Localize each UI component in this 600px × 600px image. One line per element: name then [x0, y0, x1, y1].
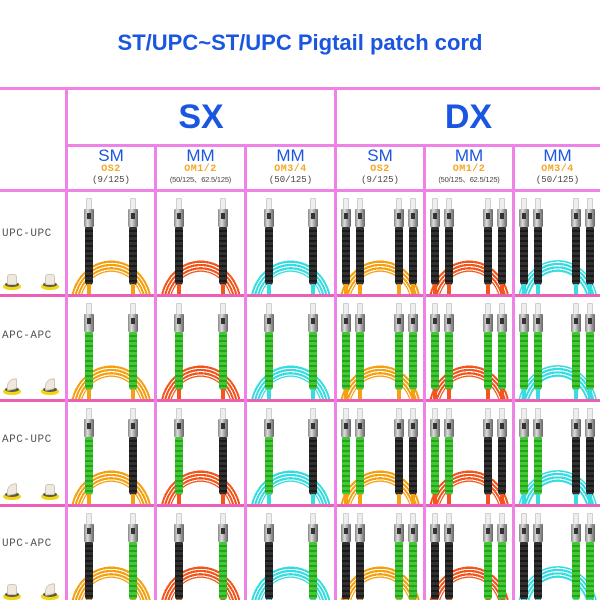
core-size: (50/125、62.5/125)	[169, 175, 232, 184]
column-header: MM OM3/4 (50/125)	[515, 147, 600, 189]
fiber-grade: OM1/2	[184, 164, 217, 175]
ferrule-angled-icon	[3, 482, 21, 500]
cable-coil-icon	[248, 260, 333, 294]
ferrule-flat-icon	[41, 274, 59, 290]
product-cell-upc-apc-dx-os2	[337, 507, 423, 600]
cable-coil-icon	[69, 260, 153, 294]
ferrule-angled-icon	[41, 377, 59, 395]
grid-line	[244, 144, 247, 600]
product-cell-upc-apc-sx-os2	[68, 507, 154, 600]
ferrule-angled-icon	[3, 377, 21, 395]
column-header: MM OM3/4 (50/125)	[247, 147, 334, 189]
product-cell-apc-upc-sx-os2	[68, 402, 154, 504]
product-cell-upc-apc-dx-om34	[515, 507, 600, 600]
grid-line	[65, 87, 68, 600]
row-label-upc-upc: UPC-UPC	[2, 228, 52, 240]
grid-line	[0, 294, 600, 297]
column-header: SM OS2 (9/125)	[68, 147, 154, 189]
row-label-upc-apc: UPC-APC	[2, 538, 52, 550]
product-cell-upc-apc-sx-om34	[247, 507, 334, 600]
grid-line	[154, 144, 157, 600]
core-size: (50/125)	[535, 175, 580, 185]
fiber-grade: OM1/2	[452, 164, 486, 175]
ferrule-pair	[0, 480, 66, 500]
product-cell-apc-upc-sx-om34	[247, 402, 334, 504]
ferrule-pair	[0, 375, 66, 395]
grid-line	[66, 144, 600, 147]
fiber-mode: MM	[276, 146, 305, 165]
product-cell-upc-upc-sx-om34	[247, 192, 334, 294]
fiber-mode: MM	[454, 146, 484, 165]
fiber-mode: SM	[367, 146, 393, 165]
column-header: SM OS2 (9/125)	[337, 147, 423, 189]
product-cell-apc-upc-dx-om12	[426, 402, 512, 504]
cable-coil-icon	[248, 365, 333, 399]
column-header: MM OM1/2 (50/125、62.5/125)	[157, 147, 244, 189]
grid-line	[0, 399, 600, 402]
product-cell-apc-apc-dx-om34	[515, 297, 600, 399]
row-label-apc-apc: APC-APC	[2, 330, 52, 342]
cable-coil-icon	[248, 470, 333, 504]
fiber-grade: OS2	[370, 164, 390, 175]
page-title: ST/UPC~ST/UPC Pigtail patch cord	[117, 30, 483, 55]
cable-coil-icon	[248, 566, 333, 600]
product-cell-apc-apc-sx-om34	[247, 297, 334, 399]
product-cell-apc-apc-sx-om12	[157, 297, 244, 399]
product-cell-upc-upc-dx-om12	[426, 192, 512, 294]
group-header-dx: DX	[444, 98, 493, 136]
core-size: (50/125)	[268, 175, 313, 185]
grid-line	[0, 87, 600, 90]
grid-line	[0, 504, 600, 507]
ferrule-pair	[0, 270, 66, 290]
product-cell-apc-upc-sx-om12	[157, 402, 244, 504]
grid-line	[0, 189, 600, 192]
core-size: (50/125、62.5/125)	[438, 175, 500, 184]
product-cell-upc-upc-dx-os2	[337, 192, 423, 294]
fiber-grade: OM3/4	[274, 164, 307, 175]
fiber-mode: SM	[98, 146, 124, 165]
product-cell-upc-upc-sx-os2	[68, 192, 154, 294]
cable-coil-icon	[158, 470, 243, 504]
group-header-sx: SX	[178, 98, 224, 136]
cable-coil-icon	[69, 470, 153, 504]
fiber-mode: MM	[543, 146, 572, 165]
fiber-grade: OM3/4	[541, 164, 574, 175]
fiber-mode: MM	[186, 146, 215, 165]
cable-coil-icon	[158, 365, 243, 399]
cable-coil-icon	[158, 566, 243, 600]
fiber-grade: OS2	[101, 164, 121, 175]
grid-line	[334, 87, 337, 600]
grid-line	[512, 144, 515, 600]
product-cell-apc-upc-dx-om34	[515, 402, 600, 504]
product-cell-apc-apc-sx-os2	[68, 297, 154, 399]
cable-coil-icon	[158, 260, 243, 294]
product-cell-upc-upc-dx-om34	[515, 192, 600, 294]
core-size: (9/125)	[361, 175, 399, 185]
column-header: MM OM1/2 (50/125、62.5/125)	[426, 147, 512, 189]
ferrule-pair	[0, 580, 66, 600]
ferrule-flat-icon	[3, 584, 21, 600]
core-size: (9/125)	[92, 175, 130, 185]
product-cell-apc-apc-dx-om12	[426, 297, 512, 399]
row-label-apc-upc: APC-UPC	[2, 434, 52, 446]
ferrule-angled-icon	[41, 582, 59, 600]
ferrule-flat-icon	[41, 484, 59, 500]
product-cell-upc-upc-sx-om12	[157, 192, 244, 294]
cable-coil-icon	[69, 566, 153, 600]
product-cell-upc-apc-dx-om12	[426, 507, 512, 600]
product-cell-apc-upc-dx-os2	[337, 402, 423, 504]
product-cell-upc-apc-sx-om12	[157, 507, 244, 600]
ferrule-flat-icon	[3, 274, 21, 290]
product-cell-apc-apc-dx-os2	[337, 297, 423, 399]
cable-coil-icon	[69, 365, 153, 399]
grid-line	[423, 144, 426, 600]
